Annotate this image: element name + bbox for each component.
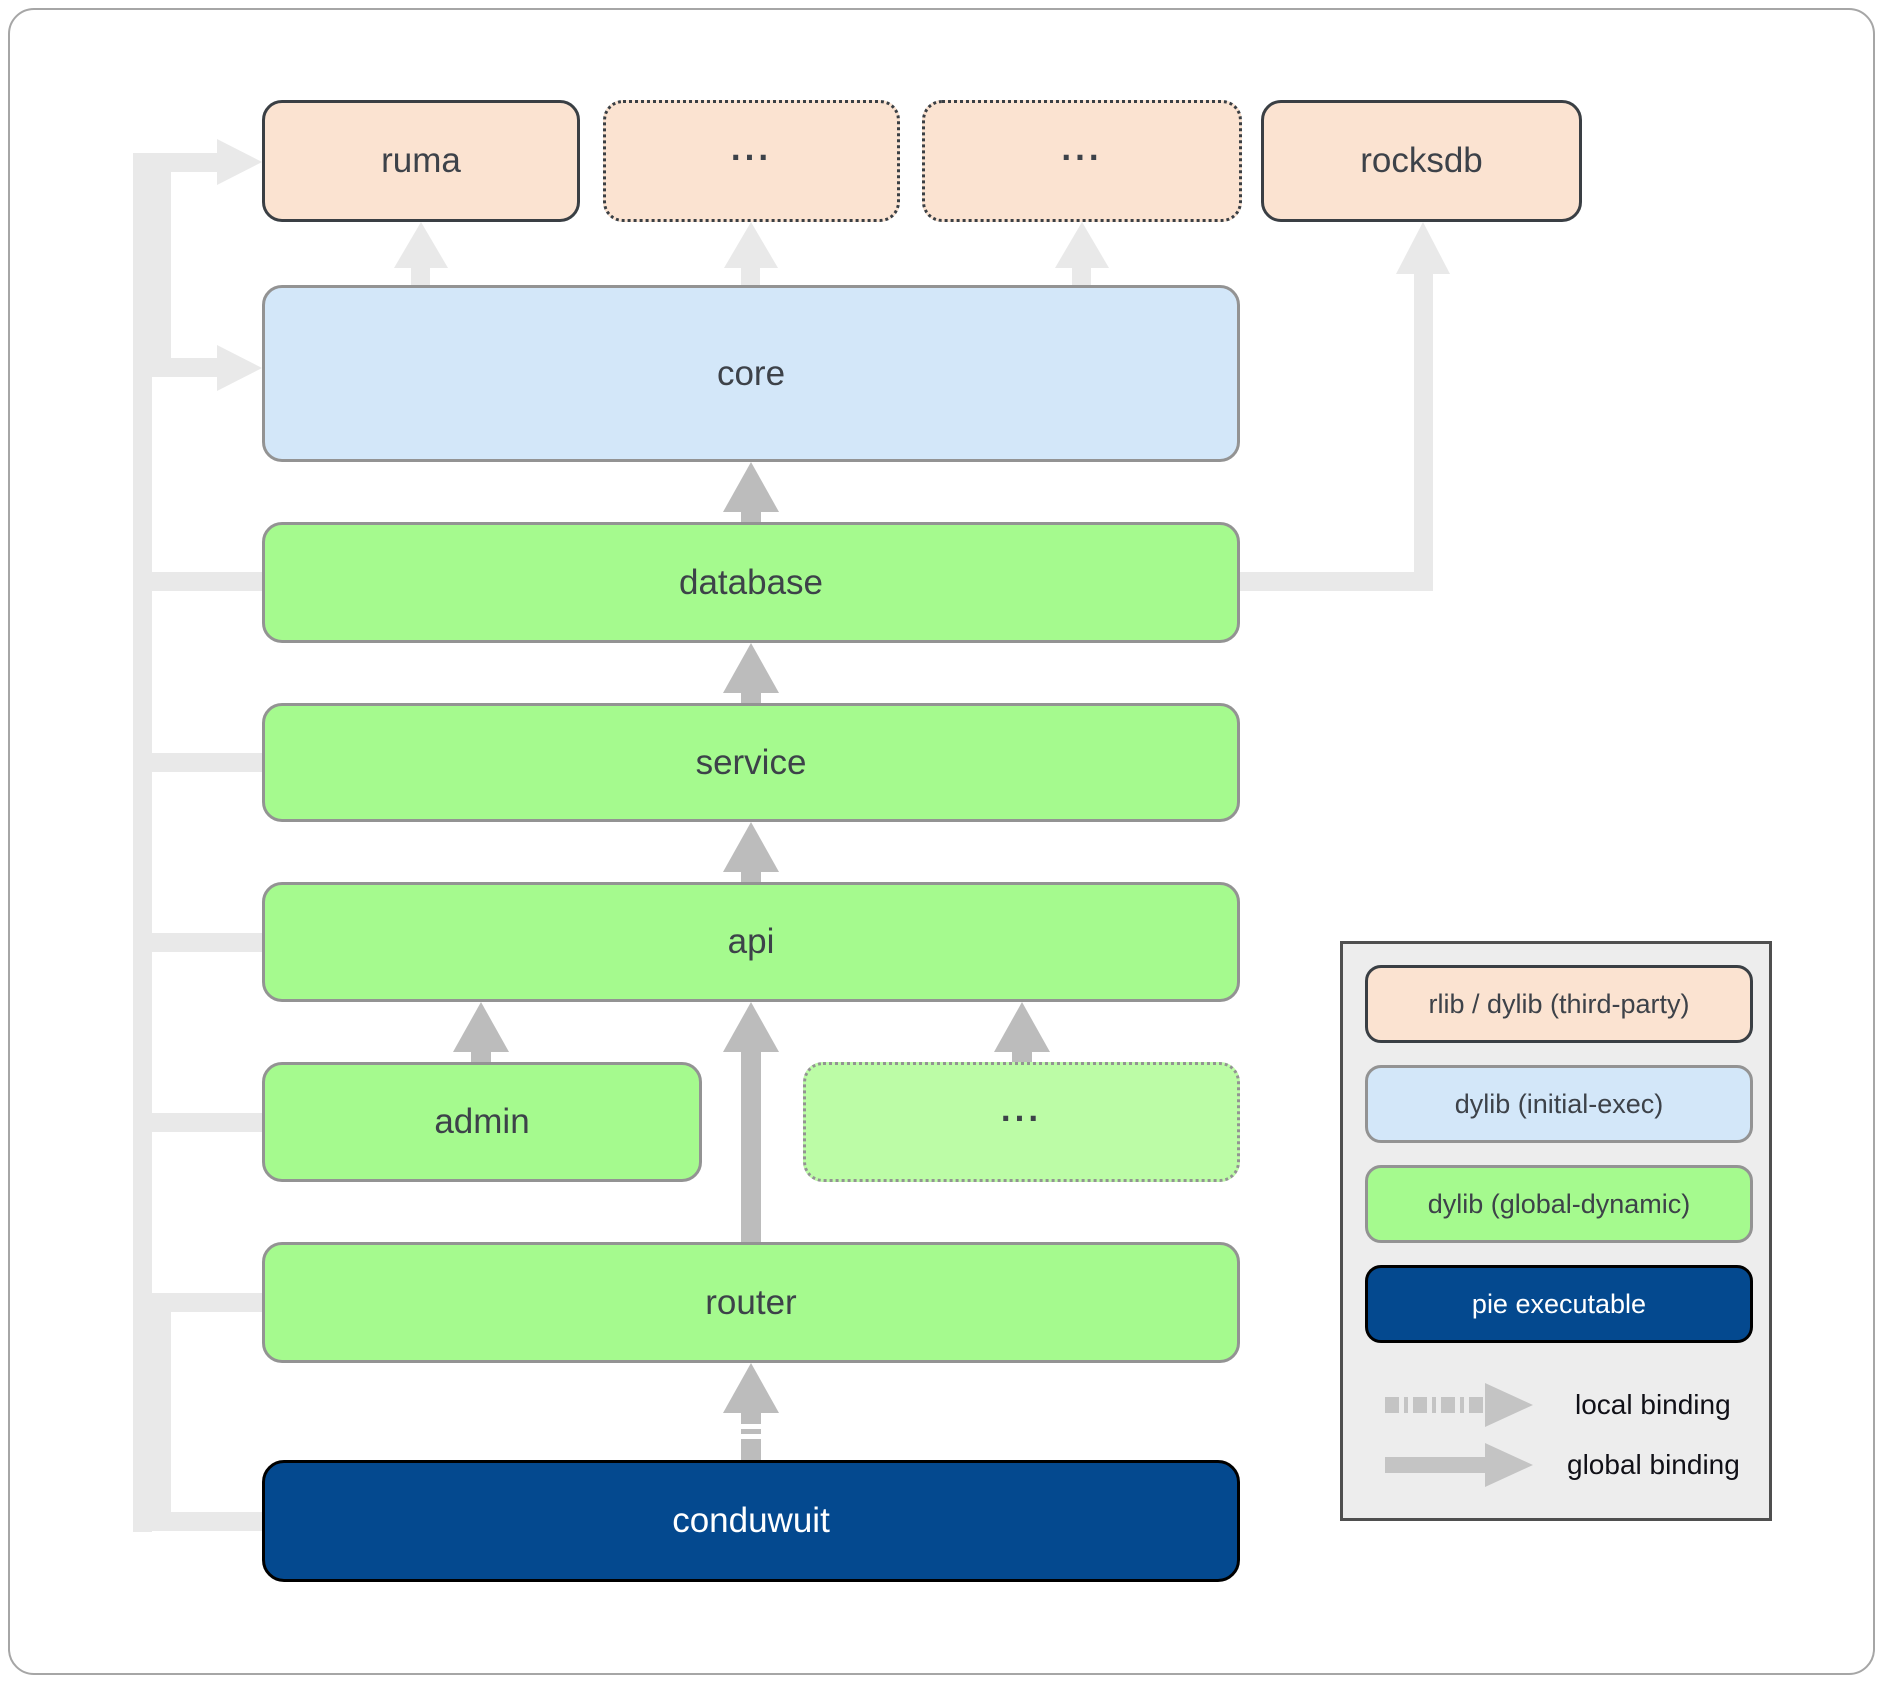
diagram-frame: [8, 8, 1875, 1675]
node-conduwuit: conduwuit: [262, 1460, 1240, 1582]
node-admin-label: admin: [434, 1102, 530, 1141]
edge-core-thirdparty1-arrowhead-icon: [724, 222, 778, 268]
node-router-label: router: [705, 1282, 797, 1322]
bus-branch-router: [133, 1293, 262, 1312]
bus-branch-conduwuit: [133, 1512, 262, 1531]
edge-core-ruma-shaft: [411, 264, 430, 285]
node-rocksdb: rocksdb: [1261, 100, 1582, 222]
legend-item-global-dynamic: dylib (global-dynamic): [1365, 1165, 1753, 1243]
edge-service-database-arrowhead-icon: [723, 643, 779, 693]
node-core-label: core: [716, 353, 786, 393]
node-admin: admin: [262, 1062, 702, 1182]
edge-conduwuit-router-arrowhead-icon: [723, 1363, 779, 1413]
node-database: database: [262, 522, 1240, 643]
bus-ruma-shaft: [133, 153, 225, 172]
bus-outer-riser: [133, 153, 152, 1532]
legend-local-binding-arrowhead-icon: [1485, 1383, 1533, 1427]
edge-router-api-shaft: [741, 1052, 761, 1242]
node-ruma: ruma: [262, 100, 580, 222]
node-other-dylib: ...: [803, 1062, 1240, 1182]
node-other-dylib-label: ...: [1000, 1090, 1043, 1129]
node-third-party-2-label: ...: [1061, 129, 1103, 168]
edge-other-api-arrowhead-icon: [994, 1002, 1050, 1052]
edge-admin-api-arrowhead-icon: [453, 1002, 509, 1052]
node-third-party-2: ...: [922, 100, 1242, 222]
edge-service-database-shaft: [741, 693, 761, 703]
legend-local-binding-arrow-icon: [1385, 1397, 1485, 1413]
legend-global-binding-arrowhead-icon: [1485, 1443, 1533, 1487]
edge-database-rocksdb-vertical: [1414, 274, 1433, 591]
legend: rlib / dylib (third-party) dylib (initia…: [1340, 941, 1772, 1521]
legend-item-initial-exec-label: dylib (initial-exec): [1454, 1088, 1664, 1119]
bus-inner-riser-bottom: [152, 1312, 171, 1513]
legend-local-binding-label: local binding: [1575, 1389, 1731, 1420]
bus-core-shaft: [152, 358, 225, 377]
bus-branch-database: [133, 572, 262, 591]
edge-core-thirdparty2-shaft: [1072, 264, 1091, 285]
edge-conduwuit-router-dashed-shaft: [741, 1413, 761, 1460]
edge-other-api-shaft: [1012, 1052, 1032, 1062]
legend-item-global-dynamic-label: dylib (global-dynamic): [1427, 1188, 1691, 1219]
edge-admin-api-shaft: [471, 1052, 491, 1062]
edge-core-thirdparty2-arrowhead-icon: [1055, 222, 1109, 268]
node-third-party-1-label: ...: [730, 129, 773, 168]
node-conduwuit-label: conduwuit: [672, 1501, 830, 1540]
node-api: api: [262, 882, 1240, 1002]
node-database-label: database: [678, 562, 824, 602]
bus-inner-riser-top: [152, 172, 171, 377]
bus-branch-api: [133, 933, 262, 952]
legend-item-third-party-label: rlib / dylib (third-party): [1428, 988, 1690, 1019]
legend-item-pie-executable: pie executable: [1365, 1265, 1753, 1343]
legend-global-binding-label: global binding: [1567, 1449, 1740, 1480]
node-third-party-1: ...: [603, 100, 900, 222]
node-ruma-label: ruma: [381, 141, 461, 180]
edge-api-service-shaft: [741, 872, 761, 882]
edge-database-rocksdb-arrowhead-icon: [1396, 222, 1450, 274]
legend-item-initial-exec: dylib (initial-exec): [1365, 1065, 1753, 1143]
node-router: router: [262, 1242, 1240, 1363]
bus-branch-admin: [133, 1113, 262, 1132]
legend-item-third-party: rlib / dylib (third-party): [1365, 965, 1753, 1043]
edge-router-api-arrowhead-icon: [723, 1002, 779, 1052]
edge-core-thirdparty1-shaft: [741, 264, 760, 285]
legend-global-binding-arrow-icon: [1385, 1457, 1485, 1473]
edge-core-ruma-arrowhead-icon: [394, 222, 448, 268]
node-rocksdb-label: rocksdb: [1360, 141, 1483, 180]
bus-core-arrowhead-icon: [217, 345, 262, 391]
edge-database-core-shaft: [741, 512, 761, 522]
bus-branch-service: [133, 753, 262, 772]
node-core: core: [262, 285, 1240, 462]
node-service: service: [262, 703, 1240, 822]
edge-database-rocksdb-horizontal: [1240, 572, 1433, 591]
edge-database-core-arrowhead-icon: [723, 462, 779, 512]
bus-ruma-arrowhead-icon: [217, 139, 262, 185]
node-service-label: service: [695, 742, 807, 782]
edge-api-service-arrowhead-icon: [723, 822, 779, 872]
node-api-label: api: [727, 922, 775, 961]
legend-item-pie-executable-label: pie executable: [1471, 1288, 1647, 1319]
